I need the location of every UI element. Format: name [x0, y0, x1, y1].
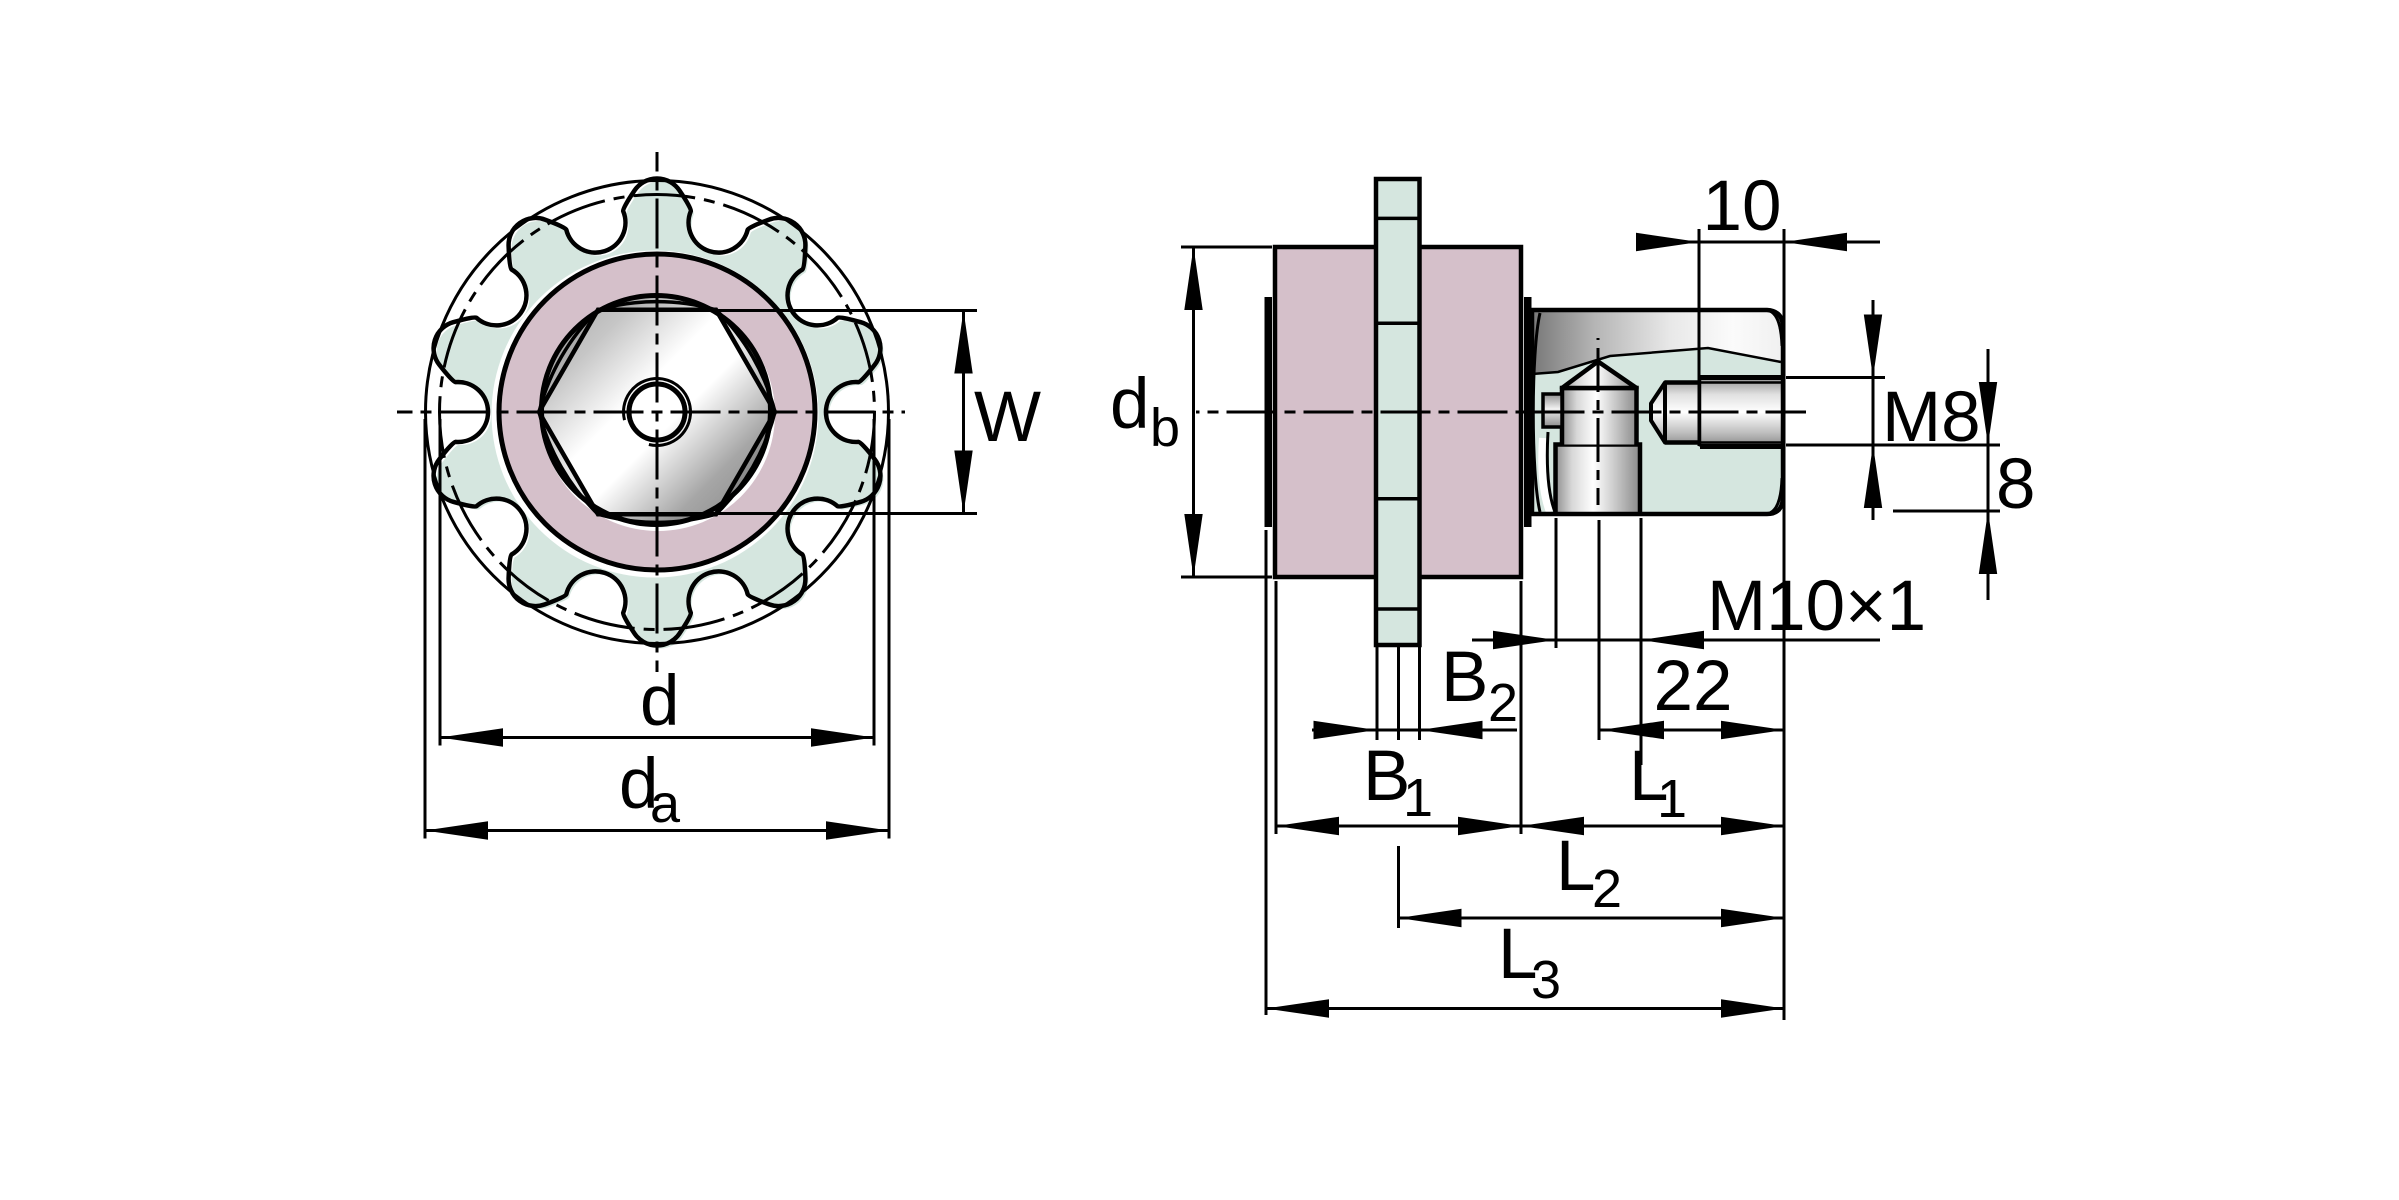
svg-text:3: 3	[1531, 950, 1561, 1010]
svg-text:L: L	[1498, 915, 1538, 994]
svg-text:B: B	[1363, 737, 1410, 816]
svg-text:8: 8	[1996, 445, 2036, 524]
svg-text:1: 1	[1657, 769, 1687, 829]
svg-text:a: a	[650, 774, 681, 834]
svg-text:B: B	[1441, 638, 1488, 717]
svg-text:L: L	[1556, 827, 1596, 906]
svg-text:d: d	[619, 745, 659, 824]
svg-text:10: 10	[1703, 167, 1782, 246]
svg-text:2: 2	[1592, 859, 1622, 919]
svg-text:d: d	[1110, 365, 1150, 444]
svg-text:d: d	[640, 662, 680, 741]
svg-text:L: L	[1629, 737, 1669, 816]
svg-text:W: W	[974, 378, 1041, 457]
svg-text:M8: M8	[1882, 378, 1981, 457]
svg-text:1: 1	[1403, 768, 1433, 828]
svg-text:M10×1: M10×1	[1707, 567, 1926, 646]
svg-text:2: 2	[1488, 673, 1518, 733]
svg-text:b: b	[1150, 398, 1180, 458]
svg-text:22: 22	[1654, 647, 1733, 726]
